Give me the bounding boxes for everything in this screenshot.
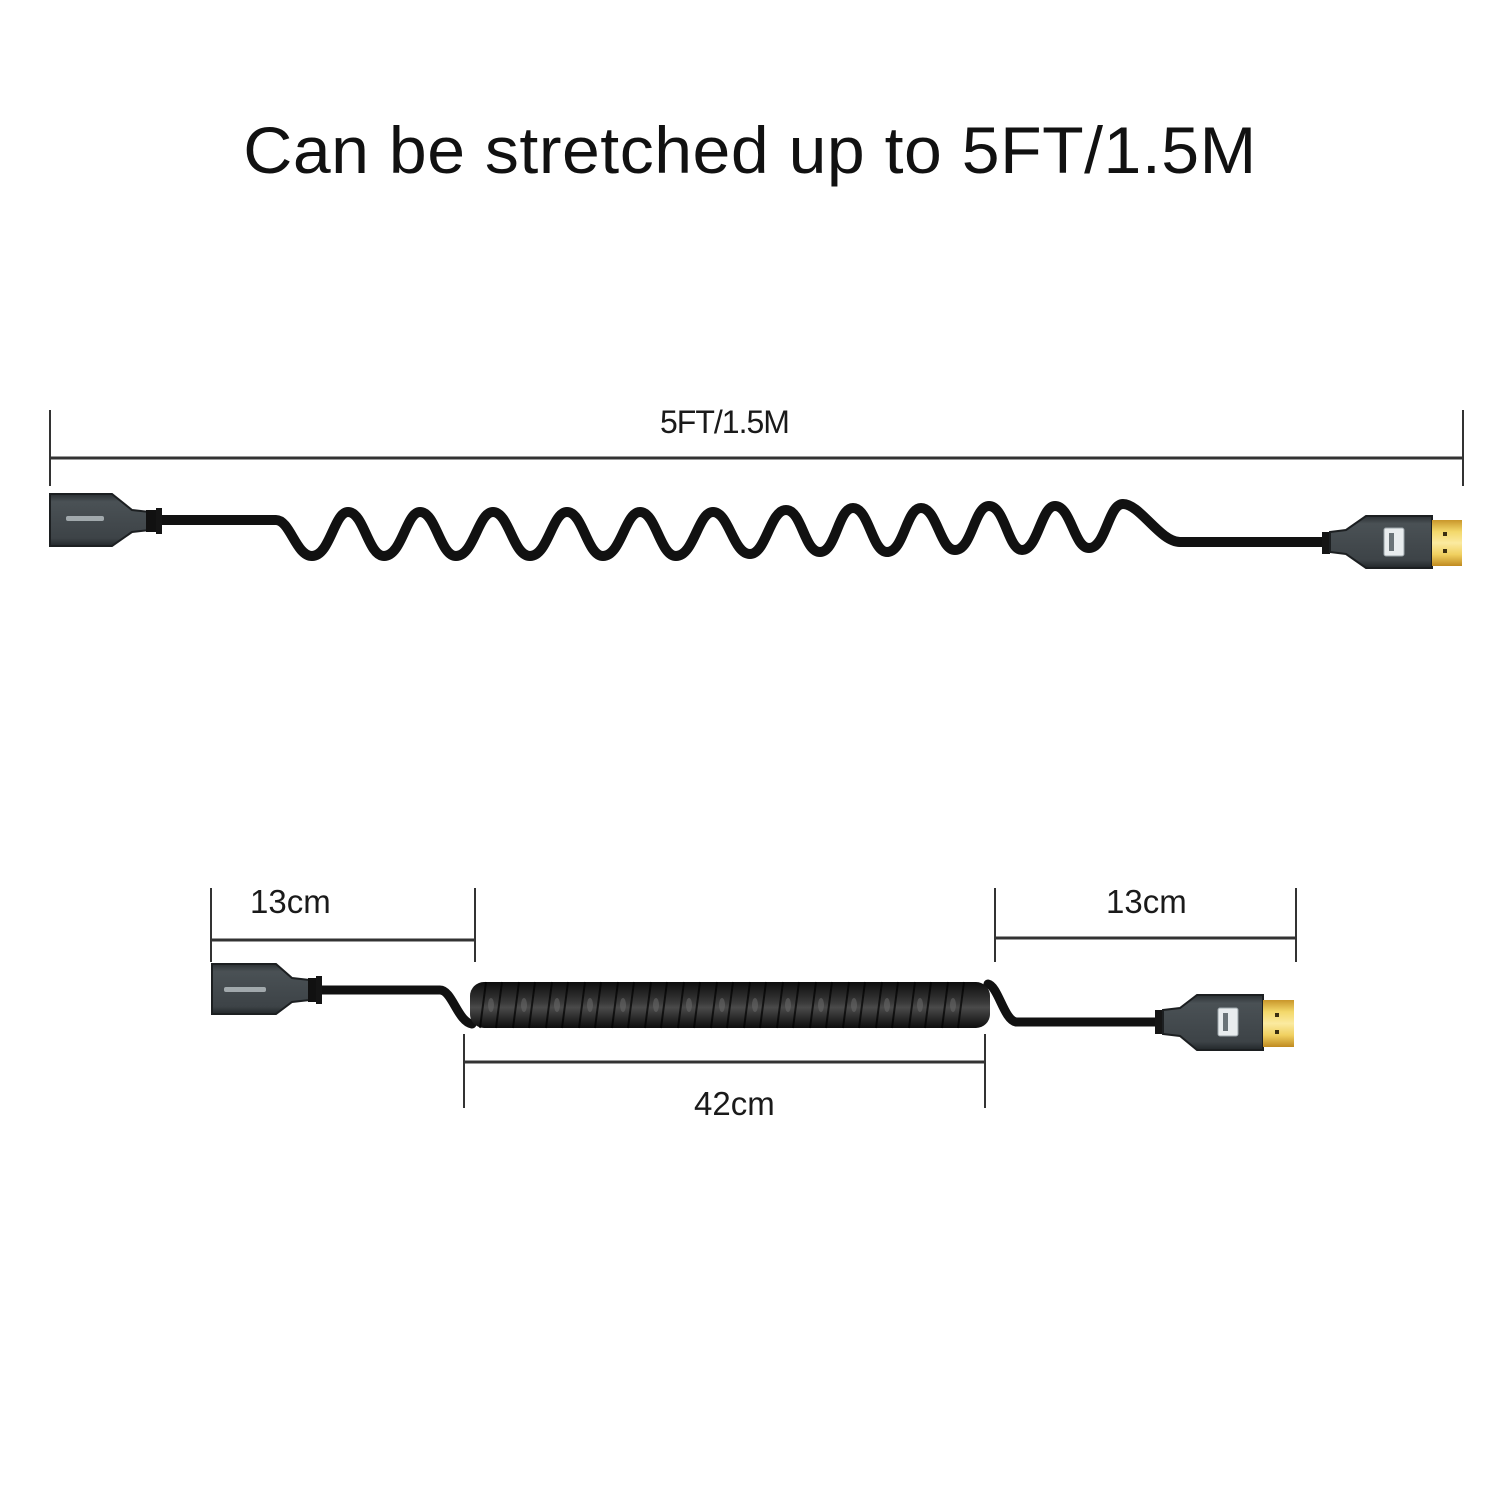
brand-logo — [224, 987, 266, 992]
stretched-length-label: 5FT/1.5M — [660, 404, 790, 440]
coil-segment-label: 42cm — [694, 1085, 775, 1122]
coil-turns — [479, 981, 965, 1029]
hdmi-male-connector-icon — [1322, 515, 1462, 569]
hdmi-female-connector-icon — [211, 963, 322, 1015]
right-segment-label: 13cm — [1106, 883, 1187, 920]
hdmi-female-connector-icon — [49, 493, 162, 547]
coiled-cable — [211, 963, 1294, 1051]
left-segment-label: 13cm — [250, 883, 331, 920]
page-title: Can be stretched up to 5FT/1.5M — [243, 113, 1257, 187]
stretched-cable — [49, 493, 1462, 569]
coiled-dimension-lines — [210, 888, 1297, 1108]
hdmi-male-connector-icon — [1155, 994, 1294, 1051]
stretched-dimension-line — [49, 410, 1464, 486]
coil-highlights — [488, 998, 956, 1012]
brand-logo — [66, 516, 104, 521]
stretched-cable-wire — [155, 499, 1335, 561]
